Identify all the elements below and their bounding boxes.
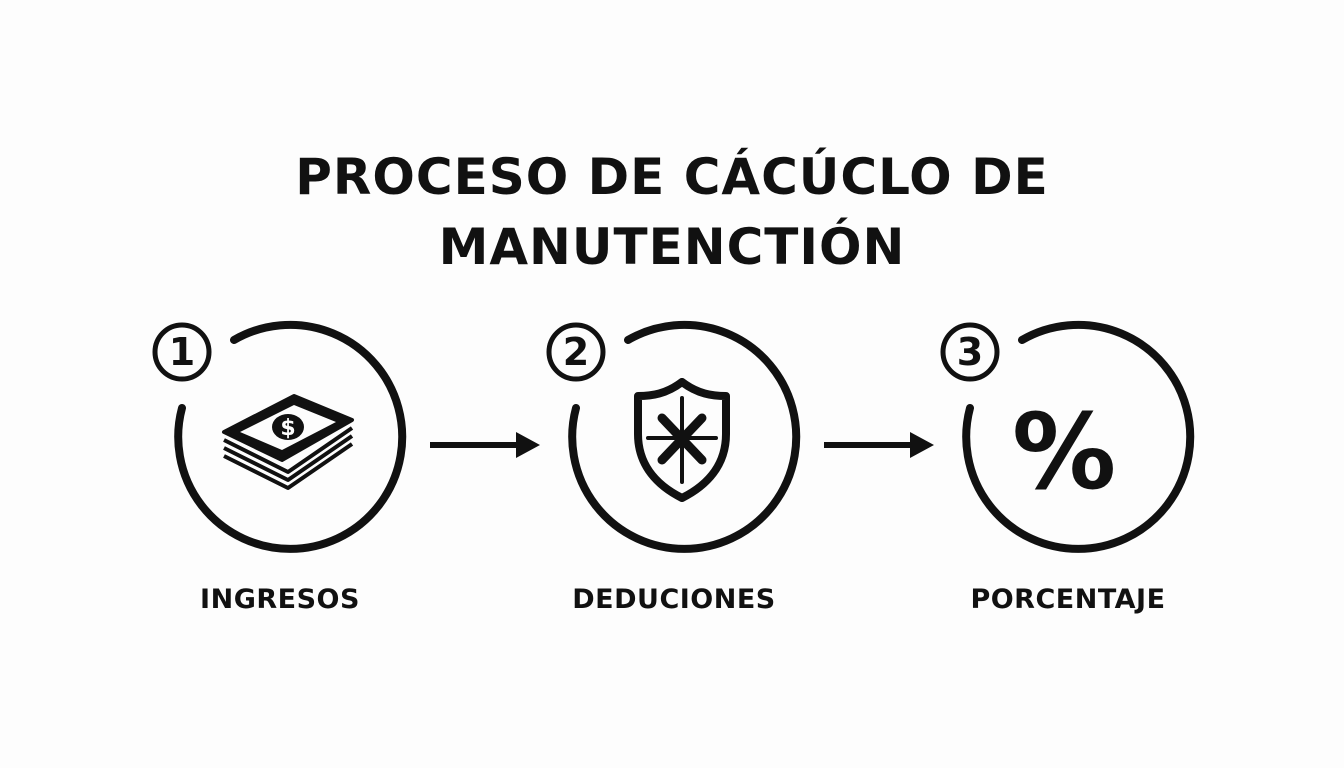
step-ring — [962, 320, 1195, 553]
step-label: PORCENTAJE — [970, 584, 1166, 615]
step-number: 1 — [168, 330, 196, 374]
step-number-badge: 2 — [546, 322, 606, 382]
step-number: 2 — [562, 330, 590, 374]
diagram-title: PROCESO DE CÁCÚCLO DE MANUTENCTIÓN — [0, 142, 1344, 282]
svg-text:$: $ — [280, 416, 295, 441]
arrow-right-icon — [426, 428, 546, 462]
percent-icon: % — [1012, 391, 1117, 513]
step-label: DEDUCIONES — [572, 584, 776, 615]
title-line-2: MANUTENCTIÓN — [438, 217, 906, 276]
title-line-1: PROCESO DE CÁCÚCLO DE — [295, 147, 1049, 206]
step-number: 3 — [956, 330, 984, 374]
step-ingresos: 1 $ INGRESOS — [150, 318, 410, 628]
money-stack-icon: $ — [218, 386, 358, 500]
step-porcentaje: 3 % PORCENTAJE — [938, 318, 1198, 628]
arrow-right-icon — [820, 428, 940, 462]
step-label: INGRESOS — [200, 584, 360, 615]
step-ring — [174, 320, 407, 553]
step-deduciones: 2 DEDUCIONES — [544, 318, 804, 628]
step-number-badge: 1 — [152, 322, 212, 382]
step-ring — [568, 320, 801, 553]
shield-icon — [632, 378, 732, 506]
step-number-badge: 3 — [940, 322, 1000, 382]
